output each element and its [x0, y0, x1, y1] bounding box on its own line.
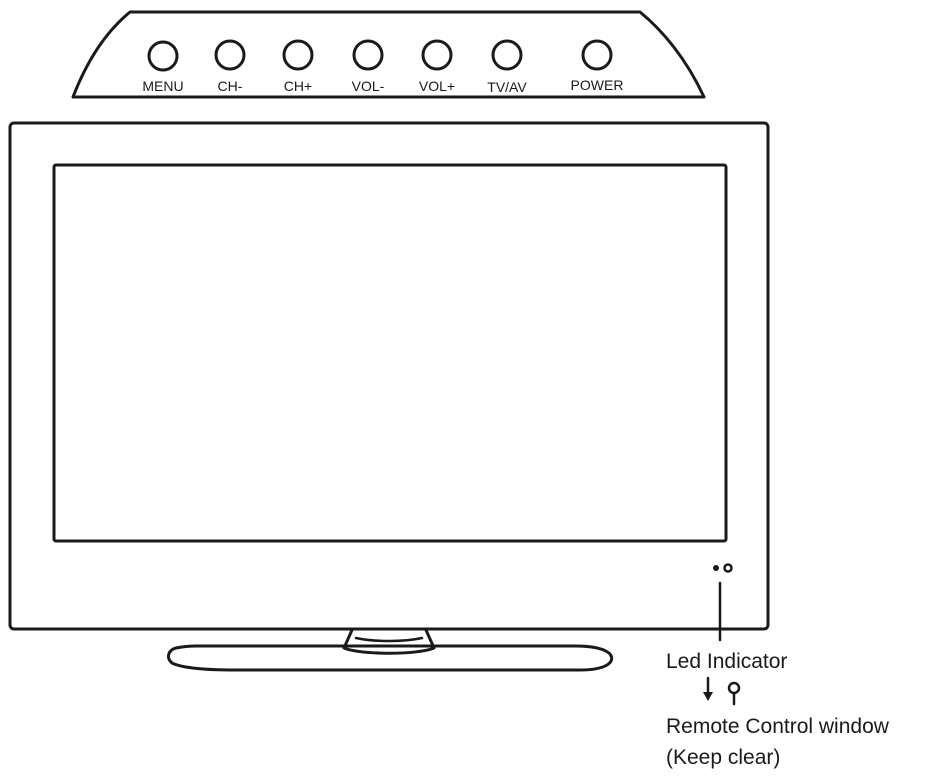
tv-av-button — [491, 39, 523, 71]
stand-base — [167, 644, 613, 672]
button-labels: MENU CH- CH+ VOL- VOL+ TV/AV POWER — [142, 77, 623, 95]
power-label: POWER — [571, 77, 624, 93]
vol-minus-label: VOL- — [352, 78, 385, 94]
control-panel-housing — [71, 10, 706, 99]
power-button — [581, 39, 613, 71]
menu-button — [147, 40, 179, 72]
keep-clear-text: (Keep clear) — [666, 746, 780, 769]
legend-symbols — [703, 676, 741, 706]
vol-plus-button — [421, 39, 453, 71]
remote-window-ring — [723, 563, 733, 573]
ch-plus-button — [282, 39, 314, 71]
ch-minus-button — [214, 39, 246, 71]
vol-plus-label: VOL+ — [419, 78, 455, 94]
vol-minus-button — [352, 39, 384, 71]
menu-label: MENU — [142, 78, 183, 94]
legend-remote-ring — [727, 681, 741, 695]
ch-minus-label: CH- — [218, 78, 243, 94]
remote-window-text: Remote Control window — [666, 715, 890, 738]
tv-screen — [52, 163, 728, 543]
tv-frame — [8, 121, 770, 631]
tv-av-label: TV/AV — [487, 79, 527, 95]
ch-plus-label: CH+ — [284, 78, 312, 94]
led-indicator-text: Led Indicator — [666, 650, 787, 673]
stand-neck-ridge — [354, 636, 424, 643]
led-indicator-dot — [713, 565, 719, 571]
control-buttons — [147, 39, 613, 72]
legend-led-arrow-head — [703, 692, 713, 701]
stand-neck — [342, 628, 436, 655]
